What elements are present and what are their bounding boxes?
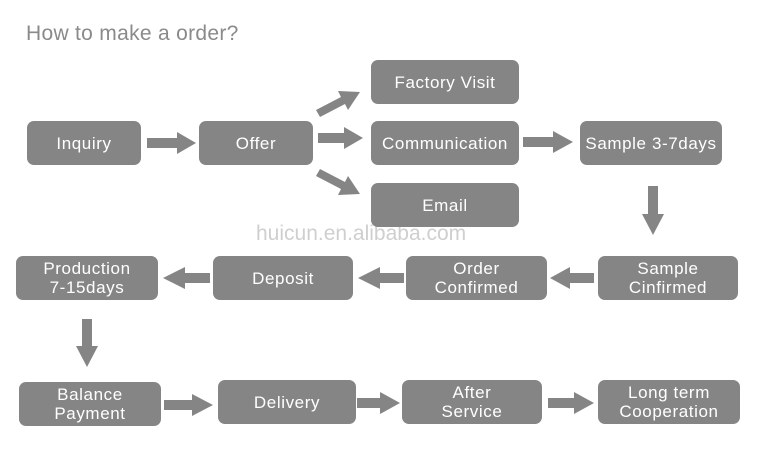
arrow-sample-to-sample-confirmed	[642, 186, 664, 235]
step-after-service: After Service	[402, 380, 542, 424]
step-delivery: Delivery	[218, 380, 356, 424]
step-long-term: Long term Cooperation	[598, 380, 740, 424]
step-deposit: Deposit	[213, 256, 353, 300]
arrow-inquiry-to-offer	[147, 132, 196, 154]
step-label: After	[452, 383, 492, 402]
step-email: Email	[371, 183, 519, 227]
step-label: Order	[453, 259, 500, 278]
step-label: Payment	[54, 404, 126, 423]
arrow-sample-confirmed-to-order-confirmed	[550, 267, 594, 289]
step-label: Inquiry	[56, 133, 112, 153]
step-label: Sample 3-7days	[585, 133, 717, 153]
arrow-communication-to-sample	[523, 131, 573, 153]
step-label: 7-15days	[49, 278, 125, 297]
arrow-after-service-to-long-term	[548, 392, 594, 414]
arrow-production-to-balance-payment	[76, 319, 98, 367]
arrow-offer-to-factory-visit	[316, 91, 360, 117]
step-label: Sample	[637, 259, 699, 278]
arrow-balance-payment-to-delivery	[164, 394, 213, 416]
step-communication: Communication	[371, 121, 519, 165]
step-label: Factory Visit	[394, 72, 496, 92]
step-sample: Sample 3-7days	[580, 121, 722, 165]
step-order-confirmed: Order Confirmed	[406, 256, 547, 300]
arrow-deposit-to-production	[163, 267, 210, 289]
step-label: Email	[422, 195, 468, 215]
step-label: Service	[441, 402, 503, 421]
step-label: Confirmed	[434, 278, 519, 297]
step-label: Deposit	[252, 268, 314, 288]
step-label: Balance	[57, 385, 123, 404]
step-label: Communication	[382, 133, 508, 153]
step-label: Production	[43, 259, 131, 278]
step-label: Delivery	[253, 392, 321, 412]
step-label: Cooperation	[619, 402, 719, 421]
arrow-order-confirmed-to-deposit	[358, 267, 404, 289]
step-sample-confirmed: Sample Cinfirmed	[598, 256, 738, 300]
arrow-delivery-to-after-service	[357, 392, 400, 414]
step-inquiry: Inquiry	[27, 121, 141, 165]
step-offer: Offer	[199, 121, 313, 165]
step-production: Production 7-15days	[16, 256, 158, 300]
watermark: huicun.en.alibaba.com	[256, 222, 467, 245]
step-label: Long term	[628, 383, 710, 402]
step-label: Cinfirmed	[628, 278, 708, 297]
arrow-offer-to-communication	[318, 127, 363, 149]
arrow-offer-to-email	[316, 169, 360, 195]
page-title: How to make a order?	[26, 22, 239, 45]
step-balance-payment: Balance Payment	[19, 382, 161, 426]
step-label: Offer	[235, 133, 277, 153]
step-factory-visit: Factory Visit	[371, 60, 519, 104]
